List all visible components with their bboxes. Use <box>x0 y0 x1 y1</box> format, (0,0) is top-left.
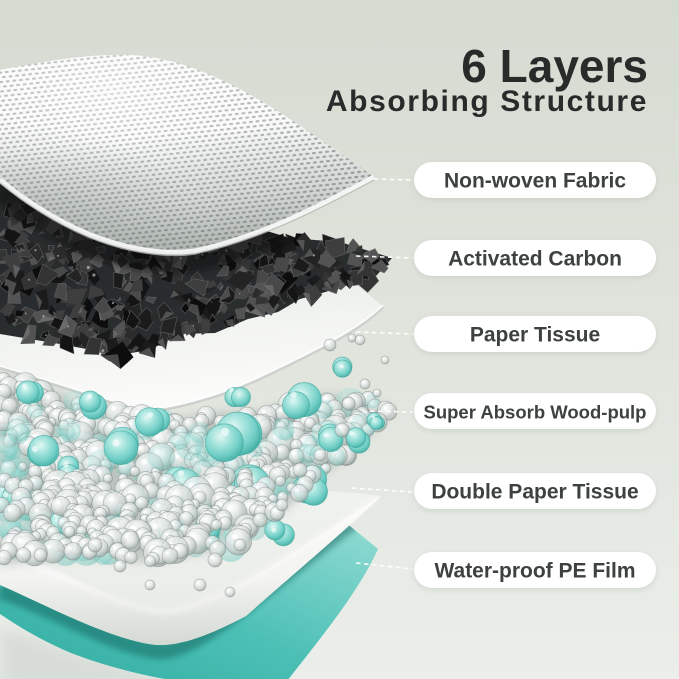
svg-text:Paper Tissue: Paper Tissue <box>470 324 600 347</box>
svg-text:Double Paper Tissue: Double Paper Tissue <box>431 481 638 504</box>
svg-text:Non-woven Fabric: Non-woven Fabric <box>444 170 626 193</box>
svg-text:Water-proof PE Film: Water-proof PE Film <box>434 560 635 583</box>
svg-text:Super Absorb Wood-pulp: Super Absorb Wood-pulp <box>423 402 646 423</box>
svg-text:6 Layers: 6 Layers <box>461 40 648 92</box>
svg-text:Absorbing Structure: Absorbing Structure <box>326 85 648 118</box>
svg-text:Activated Carbon: Activated Carbon <box>448 248 622 271</box>
